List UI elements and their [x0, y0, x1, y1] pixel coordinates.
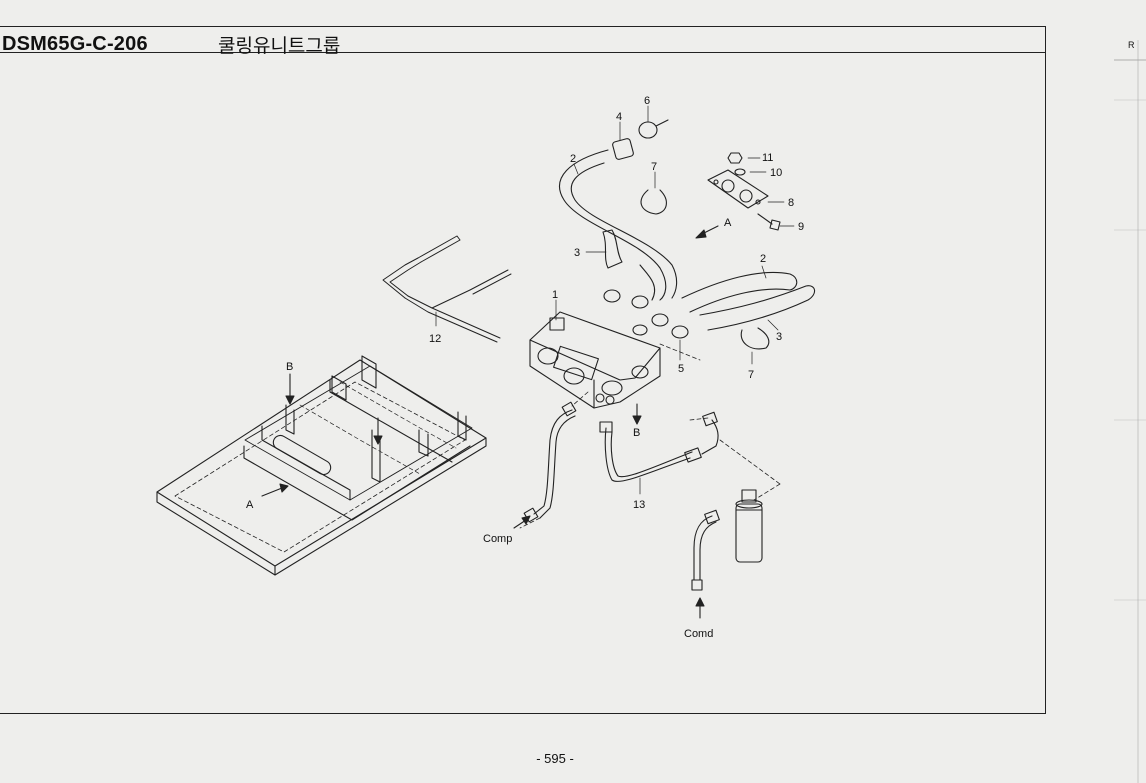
hose-2-upper [559, 149, 678, 301]
callout-2-right: 2 [760, 253, 766, 265]
callout-11: 11 [762, 152, 773, 164]
nut-11 [727, 152, 743, 164]
cooling-unit-1 [529, 311, 661, 409]
drawing-code: DSM65G-C-206 [2, 33, 148, 55]
washer-10 [734, 168, 746, 176]
hose-2-right [681, 271, 798, 313]
callout-1: 1 [552, 289, 558, 301]
flange-view-arrow [695, 225, 719, 239]
hose-set-12 [382, 235, 512, 343]
callout-10: 10 [770, 167, 782, 179]
band-clamp-7-upper [640, 189, 667, 215]
view-label-b-floor: B [286, 361, 293, 373]
callout-2-upper: 2 [570, 153, 576, 165]
page-frame [0, 26, 1046, 714]
callout-3-upper: 3 [574, 247, 580, 259]
receiver-drier [735, 489, 763, 563]
pipe-13 [599, 411, 719, 482]
floor-mount-frame [156, 355, 487, 576]
header-rule [0, 52, 1046, 53]
unit-view-arrow [632, 403, 642, 425]
callout-5: 5 [678, 363, 684, 375]
callout-7-lower: 7 [748, 369, 754, 381]
callout-12: 12 [429, 333, 441, 345]
bolt-9 [757, 213, 781, 231]
side-tab-label: R [1128, 40, 1135, 50]
connection-arrows [513, 515, 705, 619]
clamp-6 [638, 119, 669, 139]
callout-3-right: 3 [776, 331, 782, 343]
callout-13: 13 [633, 499, 645, 511]
label-comd: Comd [684, 628, 713, 640]
hose-3-right [699, 285, 816, 331]
drawing-title: 쿨링유니트그룹 [218, 35, 341, 57]
connector-4 [612, 138, 634, 160]
view-label-a-floor: A [246, 499, 254, 511]
view-label-b-unit: B [633, 427, 640, 439]
callout-7-upper: 7 [651, 161, 657, 173]
pipe-to-condenser [691, 509, 720, 591]
pipe-to-compressor [523, 401, 577, 523]
band-clamp-7-lower [740, 327, 770, 350]
flange-plate-8 [707, 169, 769, 209]
callout-leaders [435, 105, 795, 495]
adjacent-page-edge [1114, 40, 1146, 783]
callout-6: 6 [644, 95, 650, 107]
view-label-a-top: A [724, 217, 732, 229]
hose-3-upper [602, 229, 656, 301]
page-number: - 595 - [536, 751, 574, 766]
callout-9: 9 [798, 221, 804, 233]
label-comp: Comp [483, 533, 512, 545]
callout-4: 4 [616, 111, 622, 123]
hose-clamps-5 [603, 289, 689, 339]
callout-8: 8 [788, 197, 794, 209]
floor-view-arrows [261, 373, 383, 497]
